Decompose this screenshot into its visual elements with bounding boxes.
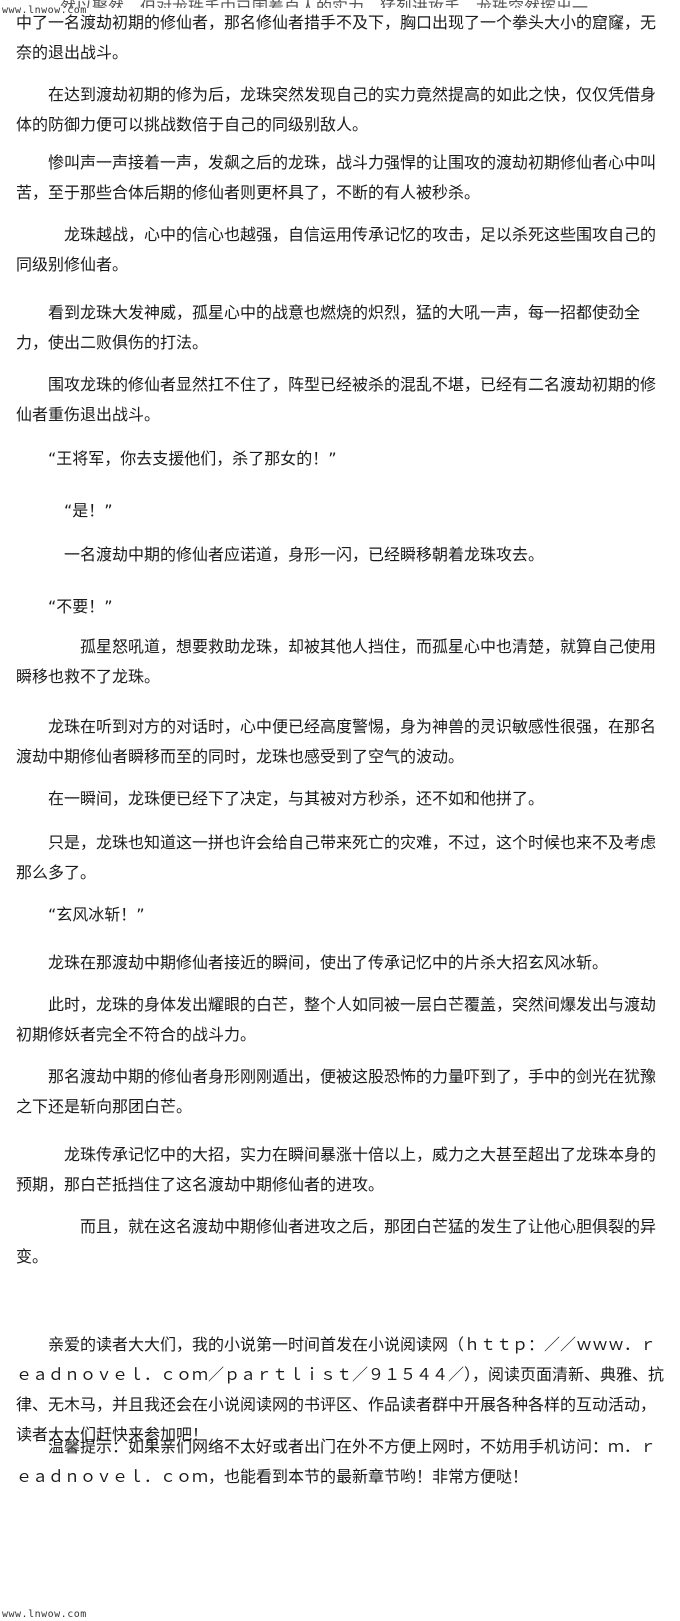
paragraph: 中了一名渡劫初期的修仙者，那名修仙者措手不及下，胸口出现了一个拳头大小的窟窿，无… [16, 13, 657, 62]
paragraph: 龙珠传承记忆中的大招，实力在瞬间暴涨十倍以上，威力之大甚至超出了龙珠本身的预期，… [16, 1145, 657, 1194]
cut-off-text-line: 然以聚然，但对龙珠手中已围着自人的实力，猛烈进攻手，龙珠突然挥出一 [60, 0, 620, 8]
paragraph: 惨叫声一声接着一声，发飙之后的龙珠，战斗力强悍的让围攻的渡劫初期修仙者心中叫苦，… [16, 153, 657, 202]
paragraph: 龙珠在听到对方的对话时，心中便已经高度警惕，身为神兽的灵识敏感性很强，在那名渡劫… [16, 717, 657, 766]
paragraph: 在一瞬间，龙珠便已经下了决定，与其被对方秒杀，还不如和他拼了。 [16, 789, 545, 808]
paragraph: 而且，就在这名渡劫中期修仙者进攻之后，那团白芒猛的发生了让他心胆俱裂的异变。 [16, 1217, 657, 1266]
paragraph: 围攻龙珠的修仙者显然扛不住了，阵型已经被杀的混乱不堪，已经有二名渡劫初期的修仙者… [16, 375, 657, 424]
paragraph: 温馨提示：如果亲们网络不太好或者出门在外不方便上网时，不妨用手机访问：ｍ．ｒｅａ… [16, 1437, 657, 1486]
paragraph: 那名渡劫中期的修仙者身形刚刚遁出，便被这股恐怖的力量吓到了，手中的剑光在犹豫之下… [16, 1067, 657, 1116]
paragraph: 龙珠越战，心中的信心也越强，自信运用传承记忆的攻击，足以杀死这些围攻自己的同级别… [16, 225, 657, 274]
paragraph: 亲爱的读者大大们，我的小说第一时间首发在小说阅读网（ｈｔｔｐ：／／ｗｗｗ．ｒｅａ… [16, 1335, 665, 1444]
paragraph: “玄风冰斩！” [16, 905, 145, 924]
paragraph: 只是，龙珠也知道这一拼也许会给自己带来死亡的灾难，不过，这个时候也来不及考虑那么… [16, 833, 657, 882]
paragraph: 龙珠在那渡劫中期修仙者接近的瞬间，使出了传承记忆中的片杀大招玄风冰斩。 [16, 953, 609, 972]
watermark-bottom: www.lnwow.com [2, 1609, 87, 1620]
paragraph: 在达到渡劫初期的修为后，龙珠突然发现自己的实力竟然提高的如此之快，仅仅凭借身体的… [16, 85, 657, 134]
watermark-top: www.lnwow.com [2, 5, 87, 16]
paragraph: “不要！” [16, 597, 113, 616]
paragraph: “是！” [16, 501, 113, 520]
paragraph: 此时，龙珠的身体发出耀眼的白芒，整个人如同被一层白芒覆盖，突然间爆发出与渡劫初期… [16, 995, 657, 1044]
paragraph: 看到龙珠大发神威，孤星心中的战意也燃烧的炽烈，猛的大吼一声，每一招都使劲全力，使… [16, 303, 641, 352]
paragraph: 一名渡劫中期的修仙者应诺道，身形一闪，已经瞬移朝着龙珠攻去。 [16, 545, 545, 564]
paragraph: “王将军，你去支援他们，杀了那女的！” [16, 449, 337, 468]
paragraph: 孤星怒吼道，想要救助龙珠，却被其他人挡住，而孤星心中也清楚，就算自己使用瞬移也救… [16, 637, 657, 686]
